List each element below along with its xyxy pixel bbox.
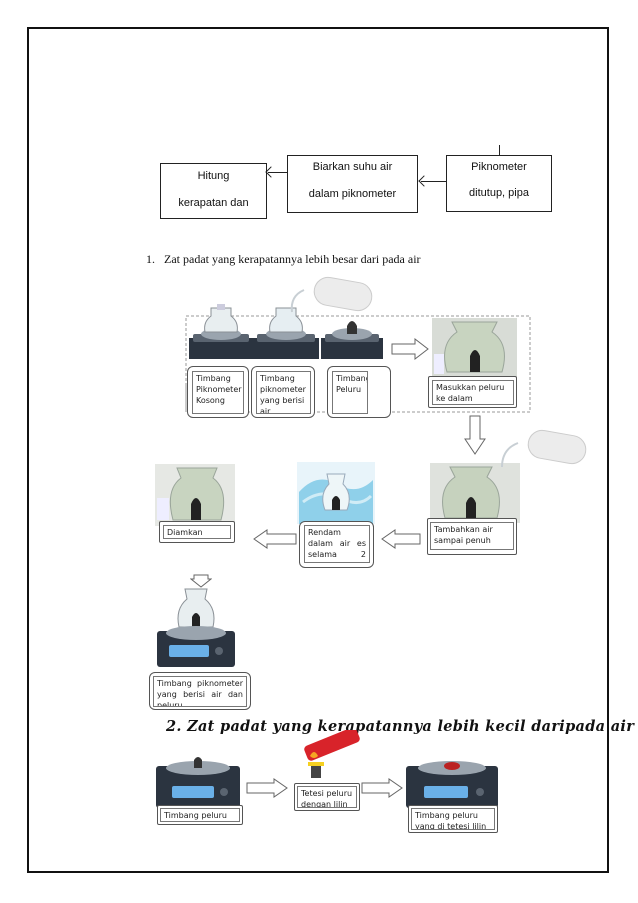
step-insert-bullet-label: Masukkan peluru ke dalam piknometer [432, 380, 514, 405]
pycnometer-with-bullet-illustration [432, 318, 517, 378]
block-arrow-left-3 [253, 529, 297, 549]
step2-weigh-bullet-label: Timbang peluru [160, 808, 240, 822]
step2-weigh-waxed-label: Timbang peluru yang di tetesi lilin [411, 808, 495, 830]
step-weigh-empty-box: Timbang Piknometer Kosong [187, 366, 249, 418]
scale-bullet-illustration [321, 321, 383, 359]
connector-line [499, 145, 500, 157]
page-border [27, 27, 609, 873]
scale-water-pycnometer-illustration [253, 307, 319, 359]
step-weigh-bullet-label: Timbang Peluru [332, 371, 368, 414]
step-soak-label: Rendam dalam air es selama 2 menit [304, 525, 370, 563]
step-insert-bullet-box: Masukkan peluru ke dalam piknometer [428, 376, 517, 408]
section1-title: Zat padat yang kerapatannya lebih besar … [164, 252, 421, 266]
scale-final-weigh-illustration [157, 588, 235, 667]
step-soak-box: Rendam dalam air es selama 2 menit [299, 521, 374, 568]
block-arrow-right-4 [246, 778, 288, 798]
step-add-water-label: Tambahkan air sampai penuh [430, 522, 514, 550]
candle-drip-illustration [304, 730, 360, 778]
scale-bullet-2-illustration [156, 757, 240, 808]
step-weigh-bullet-box: Timbang Peluru [327, 366, 391, 418]
flow-box-biarkan-line1: Biarkan suhu air [312, 161, 393, 173]
flow-box-piknometer: Piknometer ditutup, pipa [446, 155, 552, 212]
block-arrow-right-5 [361, 778, 403, 798]
flow-box-piknometer-line2: ditutup, pipa [469, 187, 529, 199]
step-weigh-empty-label: Timbang Piknometer Kosong [192, 371, 244, 414]
step-weigh-water-box: Timbang piknometer yang berisi air [251, 366, 315, 418]
step2-weigh-bullet-box: Timbang peluru [157, 805, 243, 825]
step2-drip-box: Tetesi peluru dengan lilin [294, 783, 360, 811]
flow-box-hitung-line2: kerapatan dan [178, 197, 249, 209]
scale-empty-pycnometer-illustration [189, 304, 253, 359]
flow-box-hitung-line1: Hitung [197, 170, 230, 182]
block-arrow-left-2 [381, 529, 421, 549]
block-arrow-down-1 [464, 415, 486, 455]
section1-heading: 1. Zat padat yang kerapatannya lebih bes… [146, 252, 421, 267]
block-arrow-right-1 [391, 338, 429, 360]
step-weigh-water-label: Timbang piknometer yang berisi air [256, 371, 311, 414]
step2-weigh-waxed-box: Timbang peluru yang di tetesi lilin [408, 805, 498, 833]
flow-box-hitung: Hitung kerapatan dan [160, 163, 267, 219]
ice-water-bath-illustration [297, 462, 375, 524]
section2-title: 2. Zat padat yang kerapatannya lebih kec… [166, 718, 635, 735]
arrow-left-1 [268, 172, 287, 173]
wash-bottle-illustration [290, 276, 373, 313]
step-final-weigh-label: Timbang piknometer yang berisi air dan p… [153, 676, 247, 707]
pycnometer-fill-water-illustration [430, 463, 520, 523]
wash-bottle-illustration-2 [501, 429, 587, 468]
flow-box-piknometer-line1: Piknometer [471, 161, 527, 173]
step-rest-box: Diamkan [159, 521, 235, 543]
block-arrow-down-2 [190, 574, 212, 588]
step-add-water-box: Tambahkan air sampai penuh [427, 518, 517, 555]
step-rest-label: Diamkan [163, 525, 231, 539]
arrow-left-2 [421, 181, 446, 182]
section1-number: 1. [146, 252, 155, 266]
pycnometer-rest-illustration [155, 464, 235, 526]
flow-box-biarkan: Biarkan suhu air dalam piknometer [287, 155, 418, 213]
scale-waxed-bullet-illustration [406, 761, 498, 808]
step2-drip-label: Tetesi peluru dengan lilin [297, 786, 357, 808]
flow-box-biarkan-line2: dalam piknometer [308, 188, 397, 200]
step-final-weigh-box: Timbang piknometer yang berisi air dan p… [149, 672, 251, 710]
